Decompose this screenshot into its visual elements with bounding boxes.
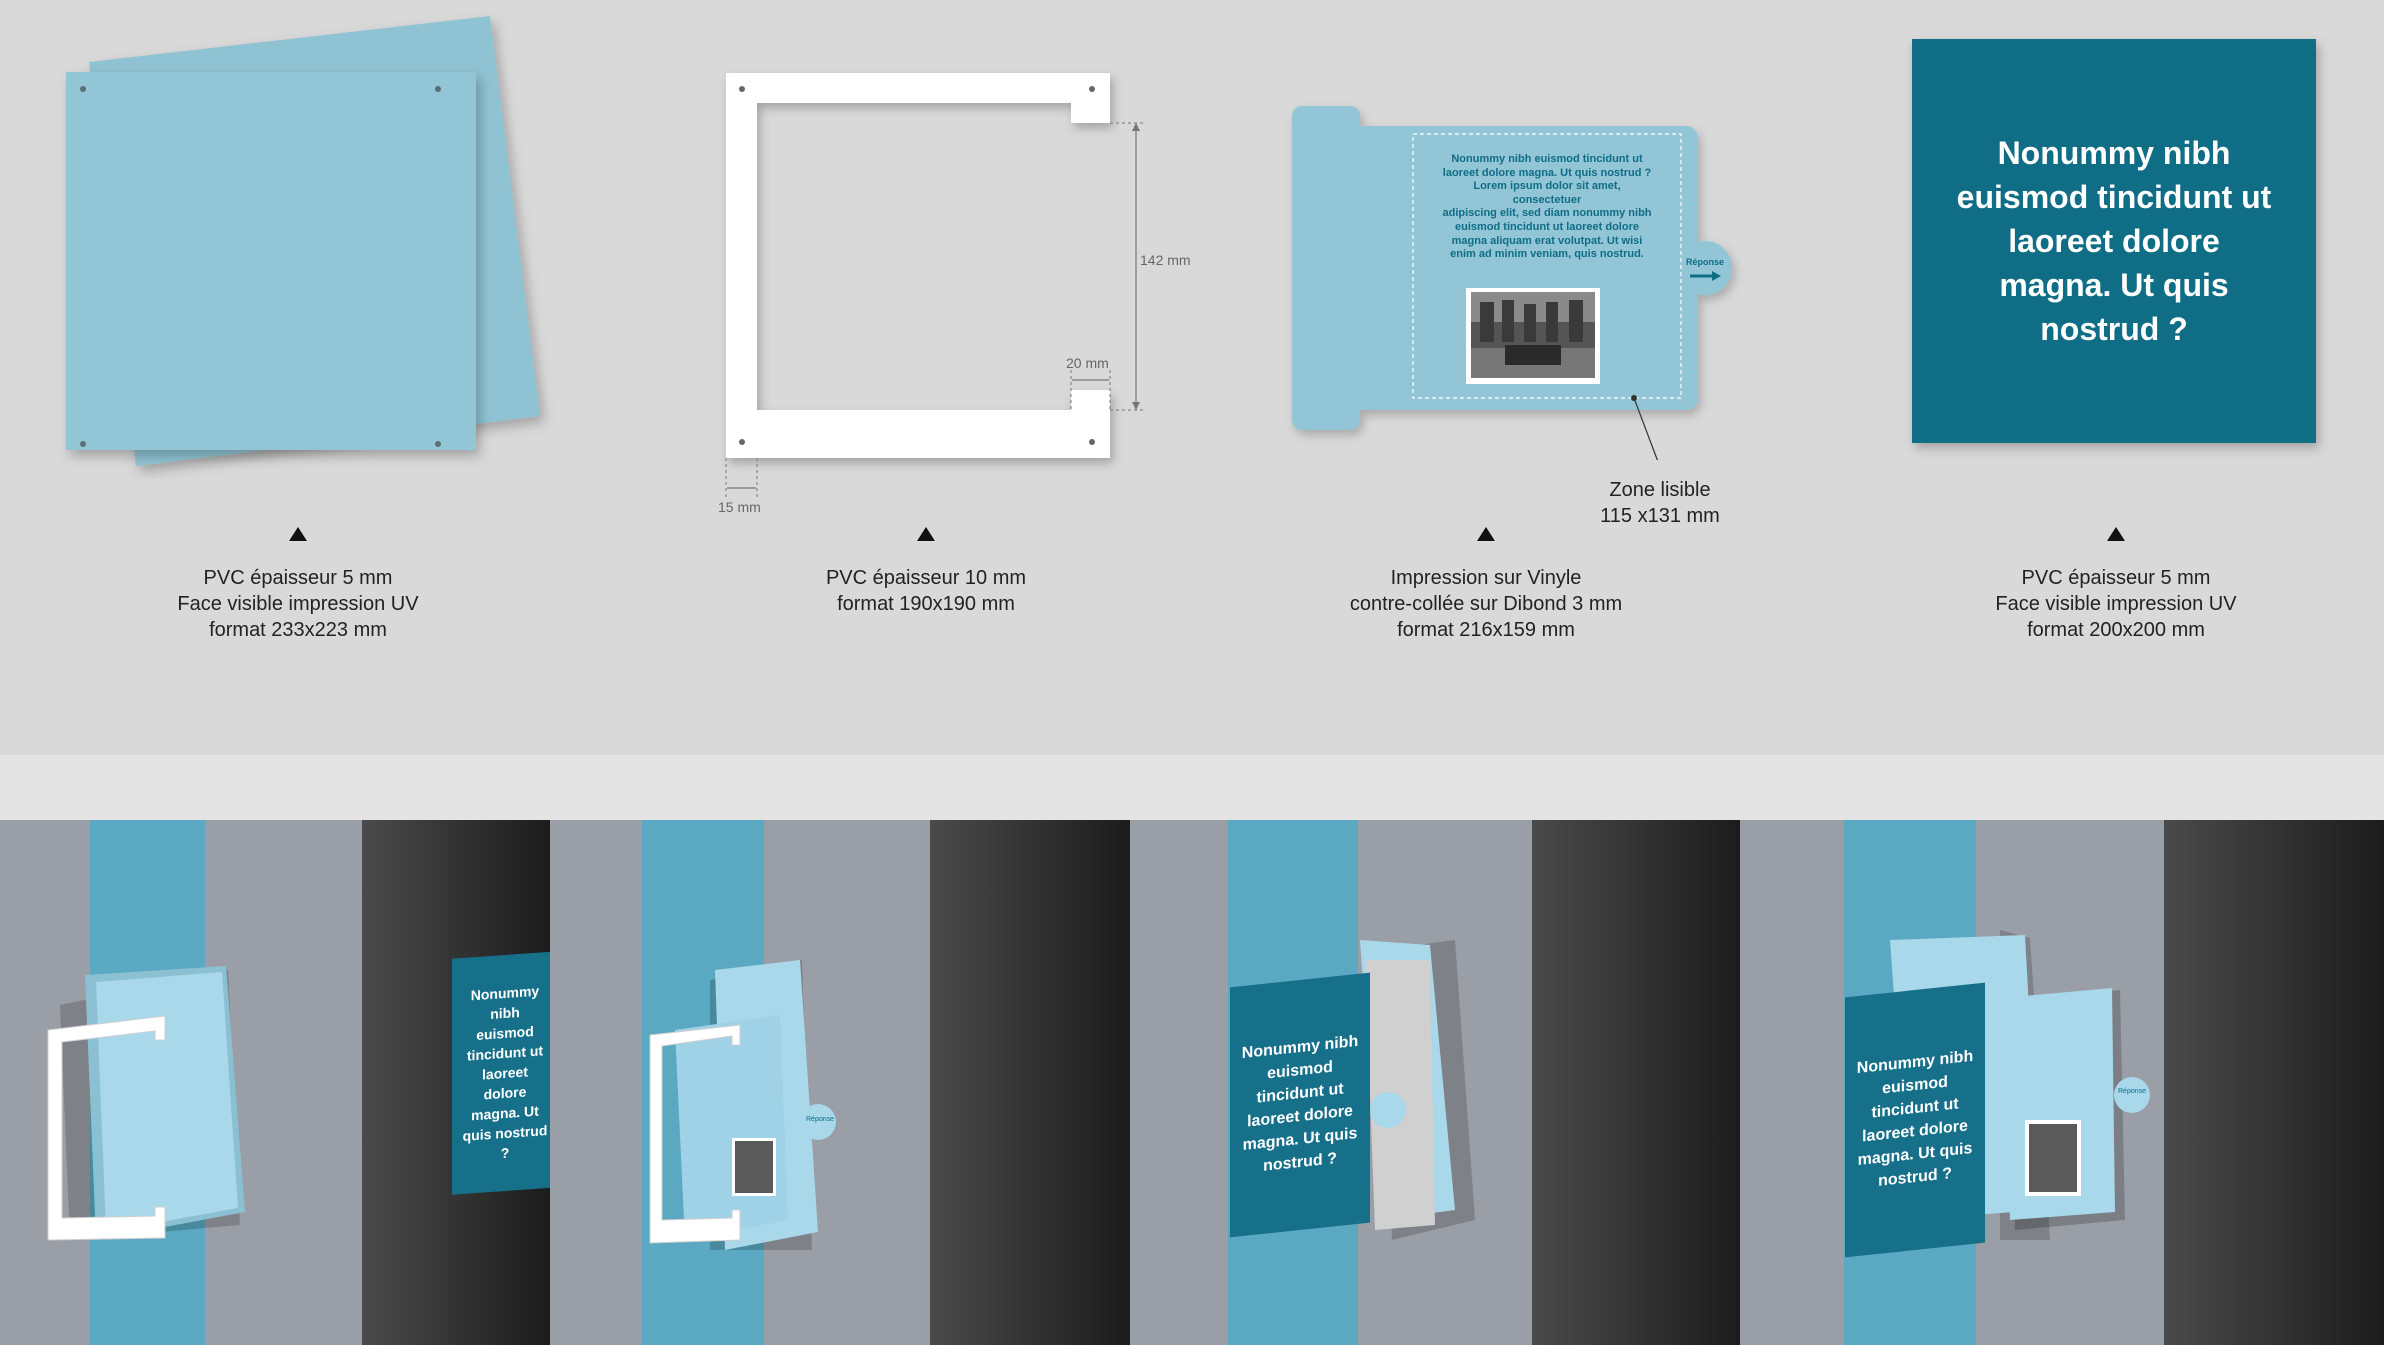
panel3-text-line: magna aliquam erat volutpat. Ut wisi bbox=[1451, 234, 1643, 247]
mockup-scene-1: Nonummy nibh euismod tincidunt ut laoree… bbox=[0, 820, 550, 1345]
mockup-4-sign: Nonummy nibh euismod tincidunt ut laoree… bbox=[1845, 982, 1985, 1258]
mockup-strip: Nonummy nibh euismod tincidunt ut laoree… bbox=[0, 820, 2384, 1345]
zone-label: Zone lisible 115 x131 mm bbox=[1590, 477, 1730, 529]
panel4-caption-line: PVC épaisseur 5 mm bbox=[2021, 567, 2211, 589]
panel3-caption-line: contre-collée sur Dibond 3 mm bbox=[1349, 593, 1623, 615]
panel4-sign: Nonummy nibh euismod tincidunt ut laoree… bbox=[1912, 39, 2316, 443]
dim-notch-label: 20 mm bbox=[1066, 355, 1109, 371]
panel3-illustration bbox=[1292, 106, 1732, 460]
panel3-caption-line: format 216x159 mm bbox=[1397, 619, 1575, 641]
panel1-pointer bbox=[289, 527, 307, 541]
mockup-scene-2: Réponse bbox=[550, 820, 1130, 1345]
mockup-3-sign: Nonummy nibh euismod tincidunt ut laoree… bbox=[1230, 972, 1370, 1238]
panel3-text-line: laoreet dolore magna. Ut quis nostrud ? bbox=[1442, 166, 1652, 179]
zone-leader-line bbox=[1633, 397, 1658, 460]
separator-band bbox=[0, 755, 2384, 820]
panel1-caption: PVC épaisseur 5 mm Face visible impressi… bbox=[88, 565, 508, 643]
mockup-1-sign: Nonummy nibh euismod tincidunt ut laoree… bbox=[452, 951, 550, 1195]
panel1-caption-line: PVC épaisseur 5 mm bbox=[203, 567, 393, 589]
panel3-pointer bbox=[1477, 527, 1495, 541]
panel4-caption: PVC épaisseur 5 mm Face visible impressi… bbox=[1906, 565, 2326, 643]
panel3-caption: Impression sur Vinyle contre-collée sur … bbox=[1276, 565, 1696, 643]
panel3-text-block: Nonummy nibh euismod tincidunt ut laoree… bbox=[1413, 153, 1681, 262]
frame-shape bbox=[726, 73, 1110, 458]
mockup-1-sign-text: Nonummy nibh euismod tincidunt ut laoree… bbox=[462, 982, 548, 1162]
panel2-illustration bbox=[725, 73, 1144, 498]
panel2-caption-line: PVC épaisseur 10 mm bbox=[825, 567, 1027, 589]
panel1-front-plate bbox=[66, 72, 476, 450]
panel1-illustration bbox=[66, 16, 540, 466]
answer-tab-label: Réponse bbox=[1686, 257, 1725, 267]
panel3-text-line: Nonummy nibh euismod tincidunt ut bbox=[1451, 153, 1643, 165]
panel3-body bbox=[1320, 126, 1698, 410]
mockup-2-tab-label: Réponse bbox=[806, 1116, 835, 1123]
panel4-sign-text: Nonummy nibh euismod tincidunt ut laoree… bbox=[1956, 135, 2272, 347]
zone-label-line: Zone lisible bbox=[1609, 479, 1711, 501]
panel2-caption: PVC épaisseur 10 mm format 190x190 mm bbox=[716, 565, 1136, 617]
dim-height-label: 142 mm bbox=[1140, 252, 1191, 268]
panel1-caption-line: format 233x223 mm bbox=[209, 619, 387, 641]
panel3-text-line: adipiscing elit, sed diam nonummy nibh bbox=[1442, 207, 1652, 220]
panel4-caption-line: format 200x200 mm bbox=[2027, 619, 2205, 641]
dim-width-label: 15 mm bbox=[718, 499, 761, 515]
panel4-pointer bbox=[2107, 527, 2125, 541]
panel2-caption-line: format 190x190 mm bbox=[837, 593, 1015, 615]
mockup-4-tab-label: Réponse bbox=[2118, 1088, 2147, 1095]
panel3-text-line: euismod tincidunt ut laoreet dolore bbox=[1455, 220, 1639, 233]
mockup-3-sign-text: Nonummy nibh euismod tincidunt ut laoree… bbox=[1241, 1032, 1359, 1175]
panel3-text-line: consectetuer bbox=[1512, 193, 1582, 206]
panel4-caption-line: Face visible impression UV bbox=[1995, 593, 2237, 615]
panel2-pointer bbox=[917, 527, 935, 541]
panel3-text-line: Lorem ipsum dolor sit amet, bbox=[1473, 180, 1621, 193]
readable-zone bbox=[1412, 133, 1682, 399]
panel3-text-line: enim ad minim veniam, quis nostrud. bbox=[1450, 248, 1644, 261]
mockup-scene-4: Réponse Nonummy nibh euismod tincidunt u… bbox=[1740, 820, 2384, 1345]
zone-label-line: 115 x131 mm bbox=[1600, 505, 1720, 527]
mockup-scene-3: Nonummy nibh euismod tincidunt ut laoree… bbox=[1130, 820, 1740, 1345]
diagram-area: PVC épaisseur 5 mm Face visible impressi… bbox=[66, 16, 2326, 643]
panel1-caption-line: Face visible impression UV bbox=[177, 593, 419, 615]
panel3-caption-line: Impression sur Vinyle bbox=[1390, 567, 1582, 589]
mockup-4-sign-text: Nonummy nibh euismod tincidunt ut laoree… bbox=[1856, 1047, 1974, 1190]
